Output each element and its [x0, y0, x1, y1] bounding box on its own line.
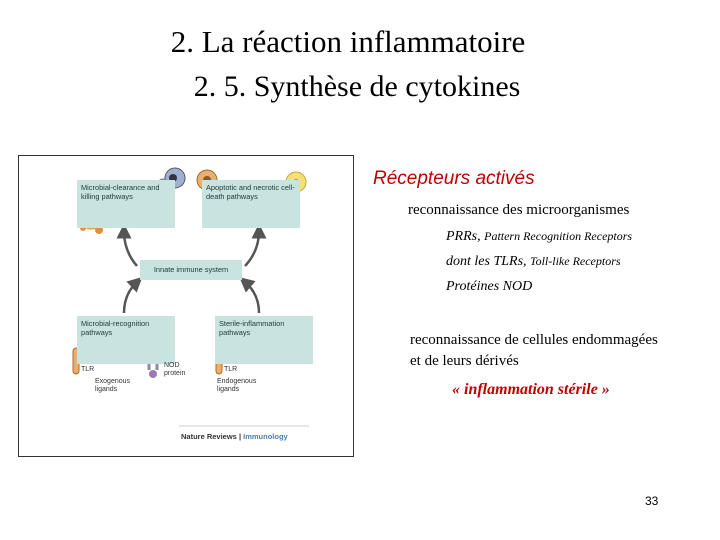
line-3-part-a: dont les TLRs, [446, 254, 531, 269]
arrow-up-left [116, 223, 138, 267]
text-line-3: dont les TLRs, Toll-like Receptors [446, 254, 621, 270]
label-nod-protein: NOD protein [164, 362, 186, 377]
credit-field: Immunology [243, 432, 288, 441]
figure-arrows [72, 167, 309, 427]
line-2-part-a: PRRs, [446, 229, 485, 244]
line-2-part-b: Pattern Recognition Receptors [484, 229, 633, 243]
label-exogenous-ligands: Exogenous ligands [95, 378, 131, 393]
line-3-part-b: Toll-like Receptors [530, 254, 621, 268]
text-line-1: reconnaissance des microorganismes [408, 202, 630, 218]
figure-credit: Nature Reviews | Immunology [181, 432, 288, 441]
label-tlr-left: TLR [81, 366, 95, 373]
box-microbial-recognition: Microbial-recognition pathways [77, 316, 175, 364]
arrow-bottom-left [122, 276, 143, 314]
arrow-up-right [244, 223, 267, 267]
box-innate-immune: Innate immune system [140, 260, 242, 280]
box-sterile-inflammation: Sterile-inflammation pathways [215, 316, 313, 364]
text-line-5: reconnaissance de cellules endommagées [410, 332, 658, 348]
slide-subtitle: 2. 5. Synthèse de cytokines [193, 70, 521, 103]
text-line-6: et de leurs dérivés [410, 353, 519, 369]
text-line-4: Protéines NOD [446, 279, 533, 294]
page-number: 33 [645, 494, 659, 508]
section-heading: Récepteurs activés [373, 168, 535, 189]
sterile-inflammation-emphasis: « inflammation stérile » [452, 381, 610, 398]
credit-journal: Nature Reviews [181, 432, 237, 441]
box-cell-death: Apoptotic and necrotic cell-death pathwa… [202, 180, 300, 228]
credit-separator: | [236, 432, 244, 441]
immune-pathways-figure: Microbial-clearance and killing pathways… [18, 155, 354, 457]
slide-title: 2. La réaction inflammatoire [170, 24, 526, 59]
text-line-2: PRRs, Pattern Recognition Receptors [446, 229, 632, 245]
label-tlr-right: TLR [224, 366, 238, 373]
label-endogenous-ligands: Endogenous ligands [217, 378, 257, 393]
arrow-bottom-right [239, 277, 261, 314]
box-microbial-clearance: Microbial-clearance and killing pathways [77, 180, 175, 228]
